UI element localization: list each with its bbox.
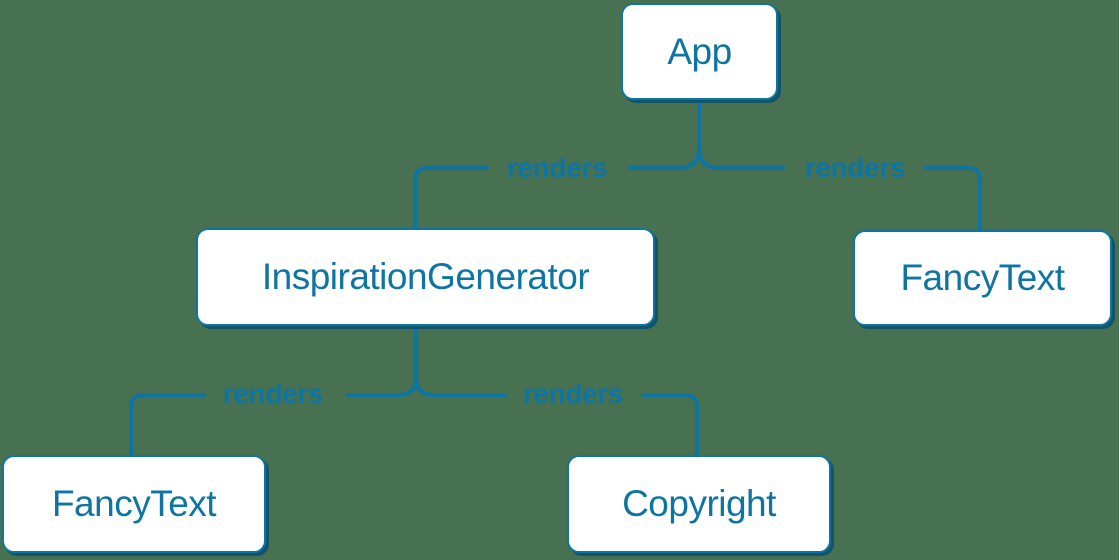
node-inspiration-generator: InspirationGenerator <box>196 228 655 326</box>
edge-label-ig-copyright: renders <box>522 378 624 409</box>
node-app-label: App <box>667 30 732 72</box>
edge-label-app-fancytext: renders <box>804 152 906 183</box>
node-fancy-text-left-label: FancyText <box>51 483 217 524</box>
edge-app-split-right <box>697 98 785 170</box>
edge-to-inspirationgenerator <box>413 166 489 230</box>
node-fancy-text-right-label: FancyText <box>900 257 1065 298</box>
node-inspiration-generator-label: InspirationGenerator <box>261 256 590 297</box>
edge-app-split-left <box>628 98 701 170</box>
edge-to-fancytext-right <box>923 166 982 232</box>
edge-label-app-inspirationgenerator: renders <box>506 152 608 183</box>
node-fancy-text-right: FancyText <box>853 230 1112 326</box>
node-fancy-text-left: FancyText <box>2 455 266 553</box>
edge-ig-split-right <box>414 324 507 397</box>
node-app: App <box>621 3 778 100</box>
edge-to-copyright <box>641 393 699 457</box>
edge-ig-split-left <box>346 324 418 397</box>
edge-label-ig-fancytext: renders <box>222 378 324 409</box>
edge-to-fancytext-left <box>129 393 206 457</box>
node-copyright-label: Copyright <box>622 483 776 524</box>
node-copyright: Copyright <box>567 455 831 553</box>
